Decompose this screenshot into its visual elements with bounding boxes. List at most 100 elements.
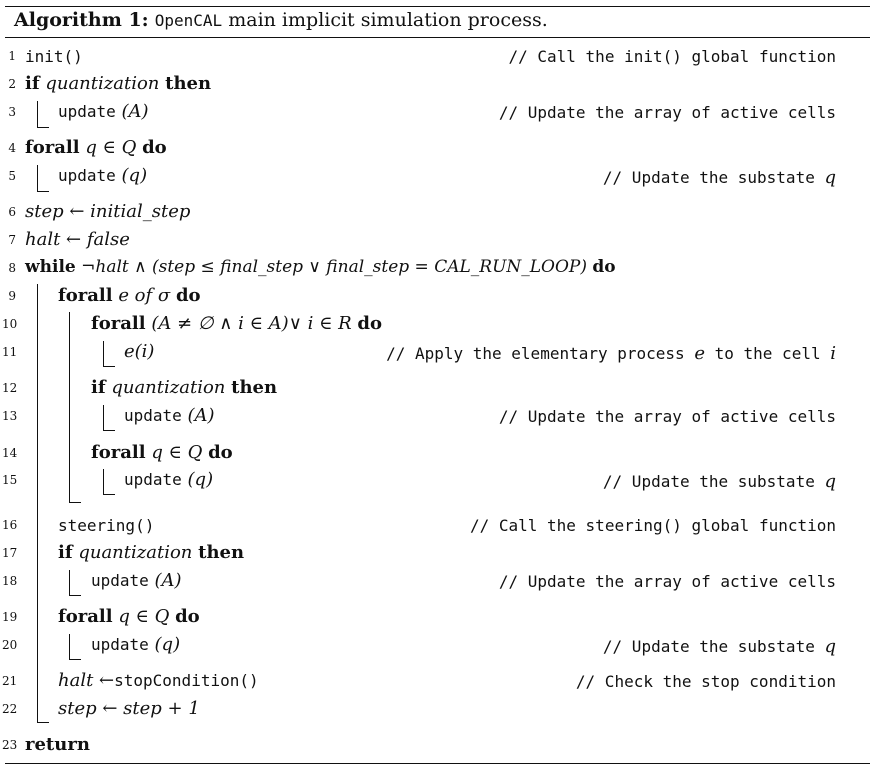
algo-line-23: 23 return: [0, 732, 877, 758]
block-bar-while: [37, 284, 38, 722]
algo-line-16: 16 steering() // Call the steering() glo…: [0, 512, 877, 538]
line-number: 19: [2, 610, 18, 624]
block-end-tick: [103, 494, 115, 495]
algo-line-19: 19 forall q ∈ Q do: [0, 604, 877, 630]
algo-line-17: 17 if quantization then: [0, 540, 877, 566]
line-comment: // Update the substate q: [603, 636, 836, 657]
argument: (A): [187, 405, 215, 426]
line-comment: // Check the stop condition: [575, 672, 836, 691]
block-bar-if-2: [103, 405, 104, 430]
condition: q ∈ Q: [118, 606, 170, 627]
condition: quantization: [111, 377, 226, 398]
condition: q ∈ Q: [151, 442, 203, 463]
algo-line-13: 13 update (A) // Update the array of act…: [0, 403, 877, 429]
keyword: do: [175, 606, 200, 627]
assignment: step ← initial_step: [25, 201, 191, 222]
keyword: forall: [25, 137, 80, 158]
line-number: 15: [2, 473, 18, 487]
argument: (A): [154, 570, 182, 591]
argument: (A): [121, 101, 149, 122]
condition: e of σ: [118, 285, 171, 306]
bottom-rule: [5, 763, 870, 764]
comment-text: // Update the substate: [602, 168, 815, 187]
algo-line-10: 10 forall (A ≠ ∅ ∧ i ∈ A)∨ i ∈ R do: [0, 311, 877, 337]
algo-line-7: 7 halt ← false: [0, 227, 877, 253]
keyword: do: [208, 442, 233, 463]
condition: q ∈ Q: [85, 137, 137, 158]
keyword: do: [175, 285, 201, 306]
line-number: 5: [8, 169, 16, 183]
argument: (q): [121, 165, 148, 186]
block-bar-forall-3: [69, 634, 70, 659]
keyword: then: [198, 542, 245, 563]
keyword: forall: [58, 606, 113, 627]
steering-call: steering(): [58, 516, 155, 535]
comment-var: e: [694, 343, 705, 364]
block-bar-forall-1: [37, 165, 38, 191]
block-end-tick: [103, 366, 115, 367]
keyword: do: [357, 313, 383, 334]
block-end-tick: [103, 430, 115, 431]
line-number: 11: [2, 345, 18, 359]
update-call: update: [124, 406, 182, 425]
caption-label: Algorithm 1:: [14, 9, 149, 31]
line-number: 10: [2, 317, 18, 331]
update-call: update: [91, 571, 149, 590]
keyword: if: [91, 377, 106, 398]
algo-line-3: 3 update (A) // Update the array of acti…: [0, 99, 877, 125]
update-call: update: [58, 166, 116, 185]
block-end-tick: [69, 659, 81, 660]
line-number: 4: [8, 141, 16, 155]
algo-line-18: 18 update (A) // Update the array of act…: [0, 568, 877, 594]
update-call: update: [58, 102, 116, 121]
keyword: forall: [91, 313, 146, 334]
block-bar-forall-2: [103, 469, 104, 494]
argument: (q): [154, 634, 181, 655]
algo-line-14: 14 forall q ∈ Q do: [0, 440, 877, 466]
algorithm-caption: Algorithm 1: OpenCAL main implicit simul…: [14, 9, 548, 31]
update-call: update: [91, 635, 149, 654]
algo-line-8: 8 while ¬halt ∧ (step ≤ final_step ∨ fin…: [0, 255, 877, 281]
comment-var: i: [830, 343, 836, 364]
update-call: update: [124, 470, 182, 489]
block-bar-forall-sigma: [69, 312, 70, 502]
algo-line-1: 1 init() // Call the init() global funct…: [0, 43, 877, 69]
algo-line-9: 9 forall e of σ do: [0, 283, 877, 309]
keyword: while: [25, 257, 76, 277]
algo-line-5: 5 update (q) // Update the substate q: [0, 163, 877, 189]
caption-rule: [5, 37, 870, 38]
algo-line-22: 22 step ← step + 1: [0, 696, 877, 722]
algo-line-4: 4 forall q ∈ Q do: [0, 135, 877, 161]
line-number: 18: [2, 574, 18, 588]
condition: quantization: [45, 73, 160, 94]
line-comment: // Apply the elementary process e to the…: [386, 343, 836, 364]
block-bar-if-1: [37, 101, 38, 127]
keyword: if: [25, 73, 40, 94]
line-number: 14: [2, 446, 18, 460]
line-number: 20: [2, 638, 18, 652]
comment-var: q: [824, 471, 836, 492]
condition: quantization: [78, 542, 193, 563]
algo-line-21: 21 halt ←stopCondition() // Check the st…: [0, 668, 877, 694]
argument: (q): [187, 469, 214, 490]
caption-text: main implicit simulation process.: [228, 9, 548, 31]
line-number: 12: [2, 381, 18, 395]
caption-name: OpenCAL: [154, 11, 223, 30]
process-call: e(i): [124, 341, 155, 362]
line-number: 7: [8, 233, 16, 247]
block-end-tick: [37, 191, 49, 192]
line-number: 3: [8, 105, 16, 119]
line-comment: // Call the steering() global function: [469, 516, 836, 535]
block-end-tick: [37, 722, 49, 723]
line-number: 2: [8, 77, 16, 91]
line-number: 1: [8, 49, 16, 63]
line-comment: // Update the substate q: [603, 167, 836, 188]
keyword: return: [25, 734, 90, 755]
keyword: do: [142, 137, 167, 158]
assignment: step ← step + 1: [58, 698, 200, 719]
comment-text: // Update the substate: [602, 637, 815, 656]
line-number: 17: [2, 546, 18, 560]
algo-line-2: 2 if quantization then: [0, 71, 877, 97]
line-number: 16: [2, 518, 18, 532]
condition: ¬halt ∧ (step ≤ final_step ∨ final_step …: [81, 257, 587, 277]
